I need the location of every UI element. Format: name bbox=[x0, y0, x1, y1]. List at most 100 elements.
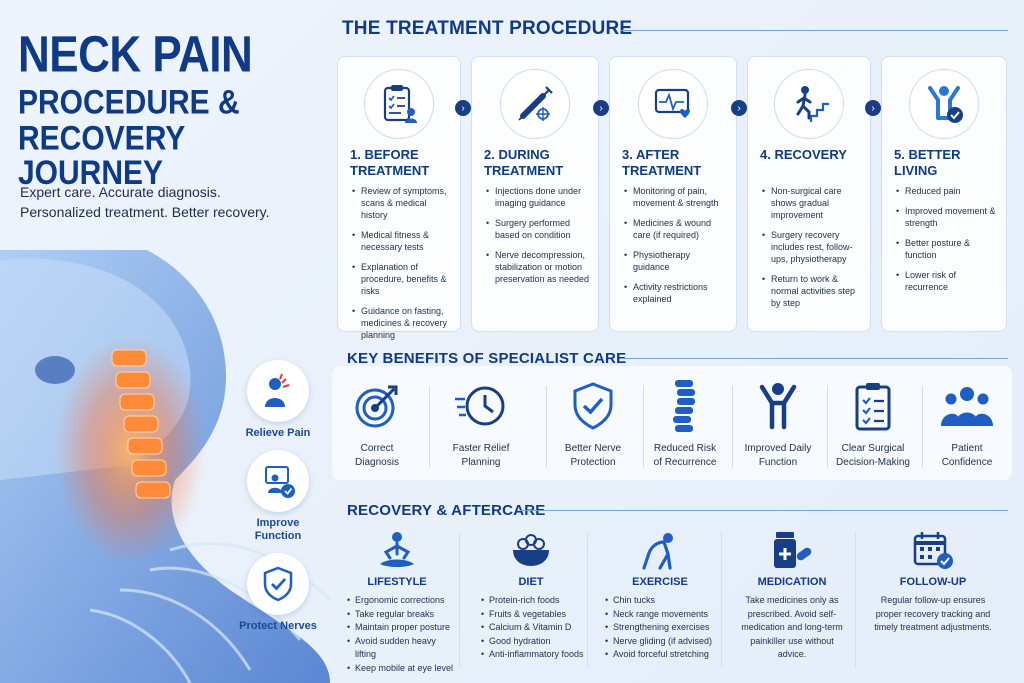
list-item: Avoid sudden heavy lifting bbox=[347, 635, 457, 662]
tagline-line-1: Expert care. Accurate diagnosis. bbox=[20, 184, 221, 200]
badge-label: Protect Nerves bbox=[239, 620, 317, 632]
step-title: 3. AFTER TREATMENT bbox=[622, 147, 702, 178]
aftercare-diet: DIET Protein-rich foods Fruits & vegetab… bbox=[471, 528, 591, 678]
clipboard-checklist-icon bbox=[364, 69, 434, 139]
list-item: Chin tucks bbox=[605, 594, 725, 608]
step-item: Physiotherapy guidance bbox=[624, 249, 728, 273]
step-item: Explanation of procedure, benefits & ris… bbox=[352, 261, 452, 297]
page-title: NECK PAIN PROCEDURE & RECOVERY JOURNEY bbox=[18, 26, 330, 190]
chevron-right-icon: › bbox=[455, 100, 471, 116]
step-after-treatment: 3. AFTER TREATMENT Monitoring of pain, m… bbox=[609, 56, 737, 332]
divider bbox=[546, 386, 547, 468]
step-items: Non-surgical care shows gradual improvem… bbox=[762, 185, 862, 317]
aftercare-heading: EXERCISE bbox=[632, 576, 688, 588]
step-item: Better posture & function bbox=[896, 237, 998, 261]
step-item: Monitoring of pain, movement & strength bbox=[624, 185, 728, 209]
step-item: Medicines & wound care (if required) bbox=[624, 217, 728, 241]
step-item: Nerve decompression, stabilization or mo… bbox=[486, 249, 590, 285]
list-item: Avoid forceful stretching bbox=[605, 648, 725, 662]
step-better-living: 5. BETTER LIVING Reduced pain Improved m… bbox=[881, 56, 1007, 332]
badge-label: Relieve Pain bbox=[245, 427, 311, 439]
meditation-icon bbox=[337, 528, 457, 572]
food-bowl-icon bbox=[471, 528, 591, 572]
badge-improve-function: Improve Function bbox=[238, 450, 318, 543]
step-title: 2. DURING TREATMENT bbox=[484, 147, 564, 178]
list-item: Ergonomic corrections bbox=[347, 594, 457, 608]
step-item: Reduced pain bbox=[896, 185, 998, 197]
step-item: Review of symptoms, scans & medical hist… bbox=[352, 185, 452, 221]
procedure-steps: 1. BEFORE TREATMENT Review of symptoms, … bbox=[337, 56, 1007, 340]
step-item: Lower risk of recurrence bbox=[896, 269, 998, 293]
benefits-rule bbox=[620, 358, 1008, 359]
spine-icon bbox=[640, 380, 730, 432]
list-item: Anti-inflammatory foods bbox=[481, 648, 591, 662]
step-title: 4. RECOVERY bbox=[760, 147, 847, 162]
chevron-right-icon: › bbox=[593, 100, 609, 116]
stretching-icon bbox=[595, 528, 725, 572]
step-title: 5. BETTER LIVING bbox=[894, 147, 961, 178]
step-during-treatment: 2. DURING TREATMENT Injections done unde… bbox=[471, 56, 599, 332]
aftercare-medication: MEDICATION Take medicines only as prescr… bbox=[733, 528, 851, 678]
title-line-1: NECK PAIN bbox=[18, 26, 253, 83]
fast-clock-icon bbox=[436, 380, 526, 432]
chevron-right-icon: › bbox=[865, 100, 881, 116]
step-item: Guidance on fasting, medicines & recover… bbox=[352, 305, 452, 341]
step-before-treatment: 1. BEFORE TREATMENT Review of symptoms, … bbox=[337, 56, 461, 340]
aftercare-heading: DIET bbox=[518, 576, 544, 588]
group-icon bbox=[922, 380, 1012, 432]
aftercare-text: Regular follow-up ensures proper recover… bbox=[874, 595, 992, 632]
divider bbox=[429, 386, 430, 468]
step-items: Review of symptoms, scans & medical hist… bbox=[352, 185, 452, 349]
list-item: Good hydration bbox=[481, 635, 591, 649]
aftercare-exercise: EXERCISE Chin tucks Neck range movements… bbox=[595, 528, 725, 678]
procedure-title: THE TREATMENT PROCEDURE bbox=[342, 18, 633, 39]
step-item: Activity restrictions explained bbox=[624, 281, 728, 305]
step-item: Return to work & normal activities step … bbox=[762, 273, 862, 309]
climbing-stairs-icon bbox=[774, 69, 844, 139]
checklist-icon bbox=[828, 380, 918, 432]
procedure-rule bbox=[620, 30, 1008, 31]
aftercare-title: RECOVERY & AFTERCARE bbox=[347, 502, 546, 519]
heart-monitor-icon bbox=[638, 69, 708, 139]
list-item: Take regular breaks bbox=[347, 608, 457, 622]
list-item: Calcium & Vitamin D bbox=[481, 621, 591, 635]
list-item: Nerve gliding (if advised) bbox=[605, 635, 725, 649]
tagline-line-2: Personalized treatment. Better recovery. bbox=[20, 204, 270, 220]
step-recovery: 4. RECOVERY Non-surgical care shows grad… bbox=[747, 56, 871, 332]
divider bbox=[643, 386, 644, 468]
list-item: Keep mobile at eye level bbox=[347, 662, 457, 676]
target-icon bbox=[332, 380, 422, 432]
aftercare-heading: MEDICATION bbox=[757, 576, 827, 588]
person-celebrate-icon bbox=[909, 69, 979, 139]
list-item: Neck range movements bbox=[605, 608, 725, 622]
step-items: Injections done under imaging guidance S… bbox=[486, 185, 590, 293]
step-item: Non-surgical care shows gradual improvem… bbox=[762, 185, 862, 221]
aftercare-text: Take medicines only as prescribed. Avoid… bbox=[741, 595, 843, 659]
side-badges: Relieve Pain Improve Function Protect Ne… bbox=[238, 360, 318, 643]
title-line-3: RECOVERY JOURNEY bbox=[18, 119, 185, 193]
desk-work-icon bbox=[247, 450, 309, 512]
divider bbox=[855, 532, 856, 668]
aftercare-rule bbox=[520, 510, 1008, 511]
divider bbox=[721, 532, 722, 668]
syringe-icon bbox=[500, 69, 570, 139]
chevron-right-icon: › bbox=[731, 100, 747, 116]
title-line-2: PROCEDURE & bbox=[18, 83, 240, 122]
step-item: Surgery recovery includes rest, follow-u… bbox=[762, 229, 862, 265]
hero-panel: NECK PAIN PROCEDURE & RECOVERY JOURNEY E… bbox=[0, 0, 330, 683]
benefits-title: KEY BENEFITS OF SPECIALIST CARE bbox=[347, 350, 627, 367]
pill-bottle-icon bbox=[733, 528, 851, 572]
step-item: Surgery performed based on condition bbox=[486, 217, 590, 241]
aftercare-list: Ergonomic corrections Take regular break… bbox=[337, 594, 457, 675]
